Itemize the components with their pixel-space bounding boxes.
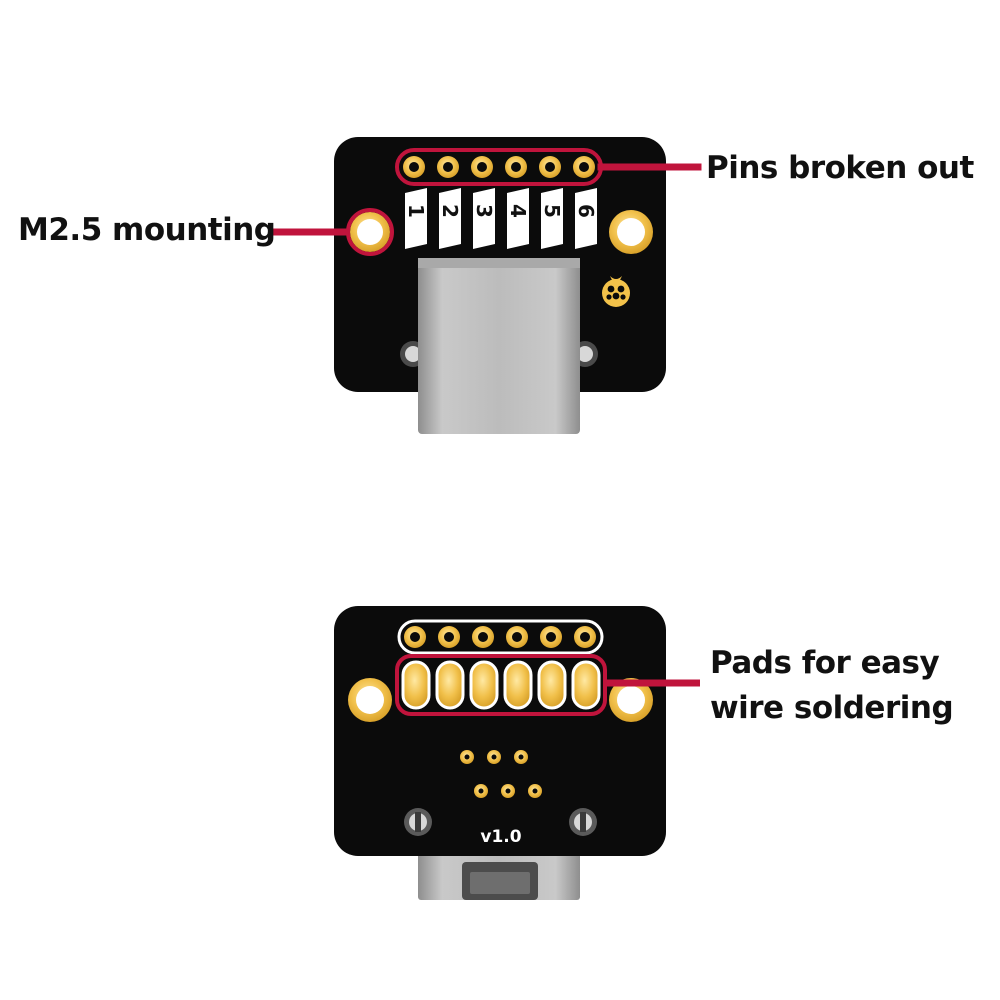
solder-pad — [537, 660, 567, 710]
top-board: 1 2 3 4 5 6 — [334, 137, 666, 434]
bottom-board: v1.0 — [334, 606, 666, 900]
callout-mounting-text: M2.5 mounting — [18, 212, 276, 248]
callout-pads-text-line2: wire soldering — [710, 690, 953, 726]
solder-pad — [469, 660, 499, 710]
top-pin-header — [403, 156, 595, 178]
solder-pad — [571, 660, 601, 710]
solder-pads — [401, 660, 601, 710]
solder-pad — [401, 660, 431, 710]
board-version-label: v1.0 — [480, 827, 521, 847]
callout-pins-text: Pins broken out — [706, 150, 974, 186]
pin-label-5: 5 — [540, 204, 564, 218]
callout-mounting: M2.5 mounting — [18, 212, 348, 248]
pin-labels: 1 2 3 4 5 6 — [404, 188, 598, 249]
callout-pads-text-line1: Pads for easy — [710, 645, 940, 681]
pin-label-2: 2 — [438, 204, 462, 218]
bottom-pcb — [334, 606, 666, 856]
callout-pins: Pins broken out — [597, 150, 975, 186]
pin-label-6: 6 — [574, 204, 598, 218]
pin-label-1: 1 — [404, 204, 428, 218]
silkscreen-outline — [397, 619, 604, 655]
via-pads — [460, 750, 542, 798]
bottom-pin-header — [404, 626, 596, 648]
usb-c-connector-top — [418, 258, 580, 434]
solder-pad — [435, 660, 465, 710]
callout-pads: Pads for easy wire soldering — [605, 645, 954, 726]
raspberry-logo-icon — [602, 276, 630, 307]
solder-pad — [503, 660, 533, 710]
pin-label-3: 3 — [472, 204, 496, 218]
pin-label-4: 4 — [506, 204, 530, 218]
